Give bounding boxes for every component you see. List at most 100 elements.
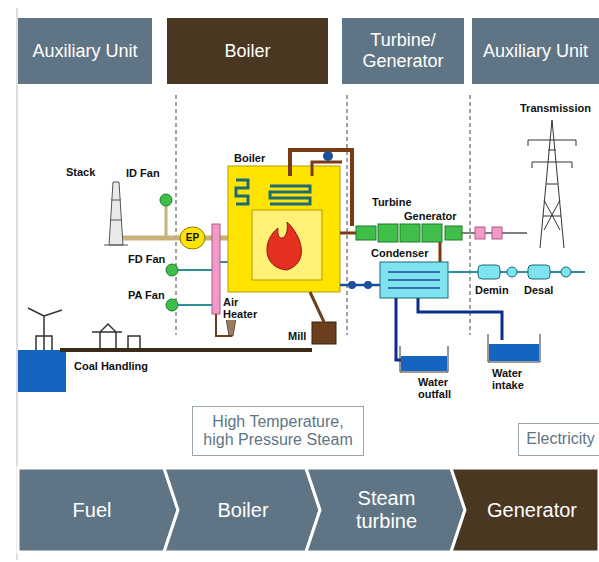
- turbine: [378, 224, 398, 242]
- transmission-tower: [540, 120, 564, 248]
- condenser: [380, 262, 448, 298]
- note-box: High Temperature, high Pressure Steam: [192, 406, 364, 456]
- section-header: Auxiliary Unit: [18, 18, 152, 84]
- part-label: Mill: [288, 330, 306, 342]
- boiler-body: [267, 222, 301, 270]
- stack-tower: [110, 220, 122, 221]
- part-label: Generator: [404, 210, 457, 222]
- process-chevron: Boiler: [164, 468, 320, 552]
- turbine: [356, 226, 376, 240]
- water-treatment: [507, 267, 517, 277]
- water-treatment: [448, 265, 585, 279]
- water-treatment: [478, 265, 500, 279]
- node-text: High Temperature, high Pressure Steam: [201, 413, 355, 450]
- feedwater-line: [340, 284, 380, 287]
- section-header: Auxiliary Unit: [472, 18, 599, 84]
- coal-crane: [28, 308, 140, 350]
- part-label: Air Heater: [222, 296, 264, 320]
- boiler-coil: [323, 151, 333, 161]
- steam-pipe: [340, 232, 356, 235]
- coal-crane: [92, 324, 122, 350]
- fan-symbol: [166, 264, 178, 276]
- boiler-body: [228, 166, 340, 292]
- precipitator-shape: [180, 227, 205, 249]
- node-text: Electricity: [526, 430, 594, 448]
- transmission-tower: [528, 120, 576, 248]
- part-label: Demin: [475, 284, 509, 296]
- node-text: EP: [186, 232, 199, 244]
- section-divider: [347, 95, 348, 335]
- flue-duct: [165, 206, 168, 236]
- coal-bunker: [226, 318, 236, 336]
- water-tank: [488, 334, 540, 362]
- transmission-tower: [544, 200, 560, 230]
- generator: [445, 226, 462, 240]
- section-divider: [470, 95, 471, 335]
- part-label: ID Fan: [126, 167, 160, 179]
- coal-bunker: [226, 318, 236, 336]
- part-label: PA Fan: [128, 289, 165, 301]
- transformer: [492, 227, 502, 239]
- boiler-body: [228, 166, 340, 292]
- cooling-water: [396, 298, 502, 360]
- transformer: [475, 227, 502, 239]
- air-duct: [178, 269, 212, 271]
- mill: [312, 322, 336, 344]
- process-chevron: Fuel: [18, 468, 178, 552]
- part-label: Boiler: [234, 152, 265, 164]
- water-tank: [401, 356, 447, 371]
- chevron-shape: [306, 468, 465, 552]
- coal-crane: [128, 336, 140, 350]
- part-label: Turbine: [372, 196, 412, 208]
- process-chevron: Generator: [451, 468, 599, 552]
- part-label: Water intake: [492, 367, 540, 391]
- boiler-coil: [270, 186, 310, 204]
- stack-tower: [111, 200, 121, 201]
- node-text: Boiler: [217, 499, 268, 522]
- boiler-body: [252, 210, 322, 280]
- part-label: Condenser: [370, 247, 429, 259]
- turbine: [422, 224, 442, 242]
- water-tank: [400, 334, 540, 372]
- boiler-coil: [290, 150, 352, 226]
- exhaust-pipe: [439, 242, 442, 262]
- node-text: Auxiliary Unit: [32, 41, 137, 62]
- boiler-coil: [312, 162, 342, 176]
- node-text: Turbine/ Generator: [348, 30, 458, 71]
- part-label: FD Fan: [128, 253, 165, 265]
- node-text: Generator: [487, 499, 577, 522]
- turbine: [400, 224, 420, 242]
- water-treatment: [528, 265, 550, 279]
- chevron-shape: [164, 468, 320, 552]
- part-label: Water outfall: [418, 376, 466, 400]
- section-header: Turbine/ Generator: [342, 18, 464, 84]
- feedwater-line: [340, 281, 380, 289]
- water-tank: [400, 346, 448, 372]
- part-label: Stack: [66, 166, 95, 178]
- part-label: Desal: [524, 284, 553, 296]
- note-box: Electricity: [518, 423, 599, 456]
- part-label: Transmission: [520, 102, 591, 114]
- coal-conveyor: [60, 348, 312, 352]
- water-tank: [489, 344, 539, 361]
- condenser-tube: [388, 272, 440, 288]
- coal-pipe: [310, 292, 324, 322]
- transformer: [475, 227, 485, 239]
- section-divider: [176, 95, 470, 335]
- node-text: Steam turbine: [330, 487, 443, 533]
- air-heater: [212, 224, 220, 314]
- transmission-tower: [528, 140, 576, 168]
- stack-tower: [104, 245, 128, 246]
- air-duct: [178, 304, 212, 306]
- turbine: [356, 224, 442, 242]
- feedwater-line: [348, 281, 356, 289]
- water-treatment: [561, 267, 571, 277]
- section-header: Boiler: [167, 18, 328, 84]
- part-label: Coal Handling: [74, 360, 148, 372]
- node-text: Boiler: [224, 41, 270, 62]
- process-chevron: Steam turbine: [306, 468, 465, 552]
- node-text: Fuel: [73, 499, 112, 522]
- section-divider: [176, 95, 177, 335]
- coal-crane: [28, 308, 62, 350]
